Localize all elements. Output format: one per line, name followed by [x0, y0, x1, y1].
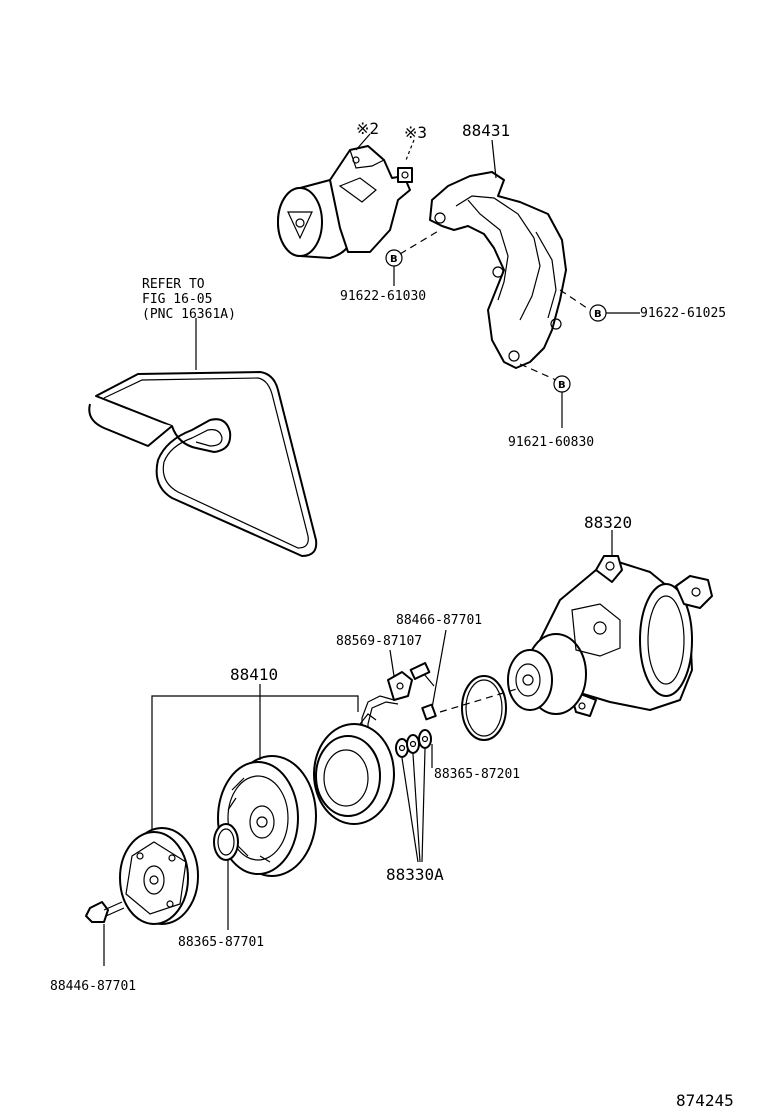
bolt-91622-61030-label: 91622-61030 [340, 289, 426, 304]
clutch-hub [119, 827, 199, 925]
hub-bolt-label: 88446-87701 [50, 979, 136, 994]
svg-text:B: B [594, 309, 602, 320]
snap-ring-label: 88365-87701 [178, 935, 264, 950]
sensor-label: 88466-87701 [396, 613, 482, 628]
shim-88365-87201-label: 88365-87201 [434, 767, 520, 782]
hub-bolt [85, 901, 125, 923]
diagram-number: 874245 [676, 1091, 734, 1110]
refer-line-1: REFER TO [142, 277, 205, 292]
bracket-label: 88431 [462, 121, 510, 140]
note-3-label: ※3 [404, 123, 427, 142]
refer-line-3: (PNC 16361A) [142, 307, 236, 322]
field-coil [313, 713, 395, 825]
bolt-b-marker-1: B [385, 249, 403, 267]
bolt-b-marker-3: B [553, 375, 571, 393]
wire-clamp-label: 88569-87107 [336, 634, 422, 649]
snap-ring [213, 823, 239, 861]
compressor-88320 [507, 530, 713, 717]
clutch-assy-label: 88410 [230, 665, 278, 684]
refer-line-2: FIG 16-05 [142, 292, 212, 307]
bracket-88431 [429, 139, 567, 369]
svg-text:B: B [558, 380, 566, 391]
idler-pulley-assembly [277, 133, 415, 259]
bolt-b-marker-2: B [589, 304, 607, 322]
note-2-label: ※2 [356, 119, 379, 138]
o-ring [461, 675, 507, 741]
drive-belt [88, 371, 318, 557]
svg-text:B: B [390, 254, 398, 265]
compressor-label: 88320 [584, 513, 632, 532]
bolt-91622-61025-label: 91622-61025 [640, 306, 726, 321]
sensor-88466-87701 [409, 662, 437, 721]
bolt-91621-60830-label: 91621-60830 [508, 435, 594, 450]
shim-set-label: 88330A [386, 865, 444, 884]
shims [395, 729, 432, 758]
